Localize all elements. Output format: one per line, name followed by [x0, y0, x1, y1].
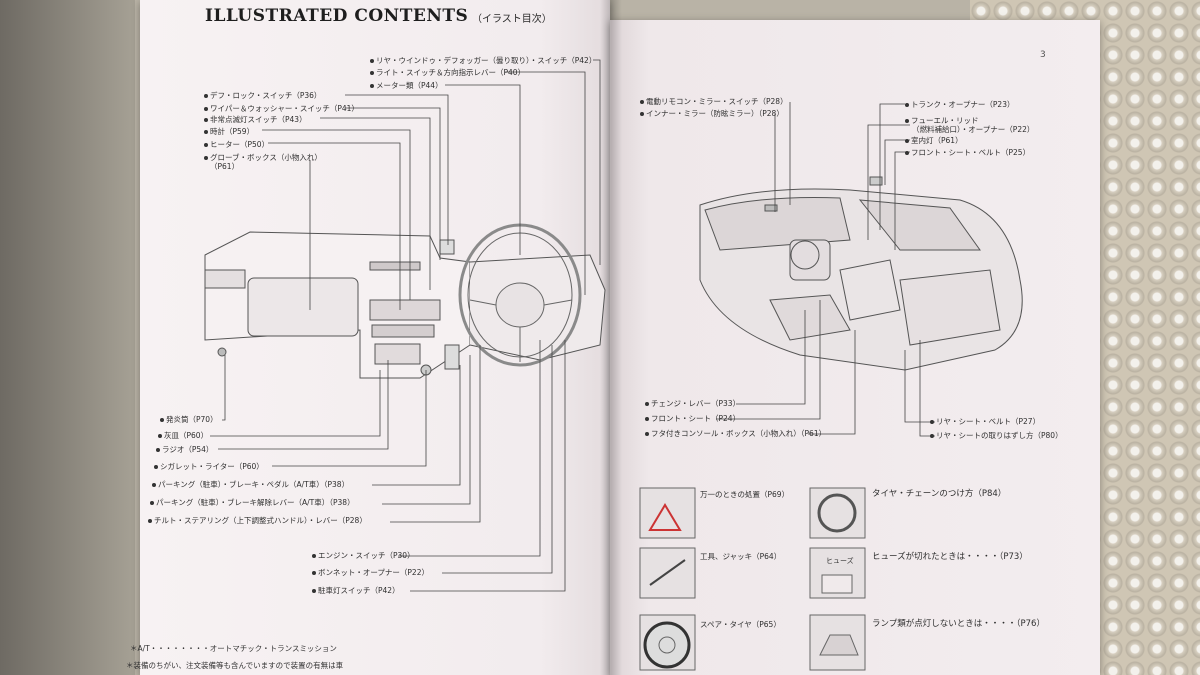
- label-change-lever: チェンジ・レバー（P33）: [645, 399, 740, 408]
- label-spare-tire: スペア・タイヤ（P65）: [700, 620, 781, 629]
- label-cigarette-lighter: シガレット・ライター（P60）: [154, 462, 264, 471]
- page-number: 3: [1040, 50, 1046, 60]
- label-tools-jack: 工具、ジャッキ（P64）: [700, 552, 782, 561]
- label-fuse-box-title: ヒューズ: [826, 557, 854, 565]
- table-surface: [0, 0, 135, 675]
- label-room-lamp: 室内灯（P61）: [905, 136, 963, 145]
- label-emergency-measures: 万一のときの処置（P69）: [700, 490, 790, 499]
- page-title: ILLUSTRATED CONTENTS: [205, 6, 469, 26]
- label-light-switch: ライト・スイッチ＆方向指示レバー（P40）: [370, 68, 525, 77]
- label-fuel-lid: フューエル・リッド: [905, 116, 979, 125]
- label-glove-box: グローブ・ボックス（小物入れ）: [204, 153, 322, 162]
- label-tire-chains: タイヤ・チェーンのつけ方（P84）: [872, 489, 1007, 499]
- label-glove-box-page: （P61）: [210, 162, 240, 171]
- label-front-seat: フロント・シート（P24）: [645, 414, 740, 423]
- label-meters: メーター類（P44）: [370, 81, 443, 90]
- page-subtitle: （イラスト目次）: [472, 14, 552, 25]
- label-bonnet-opener: ボンネット・オープナー（P22）: [312, 568, 429, 577]
- label-mirror-switch: 電動リモコン・ミラー・スイッチ（P28）: [640, 97, 788, 106]
- label-wiper-switch: ワイパー＆ウォッシャー・スイッチ（P41）: [204, 104, 359, 113]
- book-gutter: [600, 0, 622, 675]
- label-rear-defogger-switch: リヤ・ウインドゥ・デフォッガー（曇り取り）・スイッチ（P42）: [370, 56, 596, 65]
- label-console-box: フタ付きコンソール・ボックス（小物入れ）（P61）: [645, 429, 826, 438]
- label-hazard-switch: 非常点滅灯スイッチ（P43）: [204, 115, 307, 124]
- label-heater: ヒーター（P50）: [204, 140, 269, 149]
- label-radio: ラジオ（P54）: [156, 445, 213, 454]
- label-fuel-lid-opener: （燃料補給口）・オープナー（P22）: [912, 125, 1035, 134]
- label-parking-light-switch: 駐車灯スイッチ（P42）: [312, 586, 400, 595]
- label-engine-switch: エンジン・スイッチ（P30）: [312, 551, 415, 560]
- label-trunk-opener: トランク・オープナー（P23）: [905, 100, 1014, 109]
- label-rear-seat-belt: リヤ・シート・ベルト（P27）: [930, 417, 1040, 426]
- label-flare: 発炎筒（P70）: [160, 415, 218, 424]
- label-rear-seat-removal: リヤ・シートの取りはずし方（P80）: [930, 431, 1063, 440]
- label-parking-brake-pedal: パーキング（駐車）・ブレーキ・ペダル（A/T車）（P38）: [152, 480, 349, 489]
- label-inner-mirror: インナー・ミラー（防眩ミラー）（P28）: [640, 109, 784, 118]
- note-at-definition: ＊A/T・・・・・・・・オートマチック・トランスミッション: [130, 644, 337, 653]
- label-fuse-blown: ヒューズが切れたときは・・・・（P73）: [872, 552, 1028, 562]
- right-page: [610, 20, 1100, 675]
- label-clock: 時計（P59）: [204, 127, 254, 136]
- note-equipment: ＊装備のちがい、注文装備等も含んでいますので装置の有無は車: [126, 661, 344, 670]
- label-ashtray: 灰皿（P60）: [158, 431, 208, 440]
- label-lamps-not-lit: ランプ類が点灯しないときは・・・・（P76）: [872, 619, 1045, 629]
- label-diff-lock-switch: デフ・ロック・スイッチ（P36）: [204, 91, 321, 100]
- label-parking-brake-release: パーキング（駐車）・ブレーキ解除レバー（A/T車）（P38）: [150, 498, 355, 507]
- label-front-seat-belt: フロント・シート・ベルト（P25）: [905, 148, 1030, 157]
- label-tilt-steering: チルト・ステアリング（上下調整式ハンドル）・レバー（P28）: [148, 516, 367, 525]
